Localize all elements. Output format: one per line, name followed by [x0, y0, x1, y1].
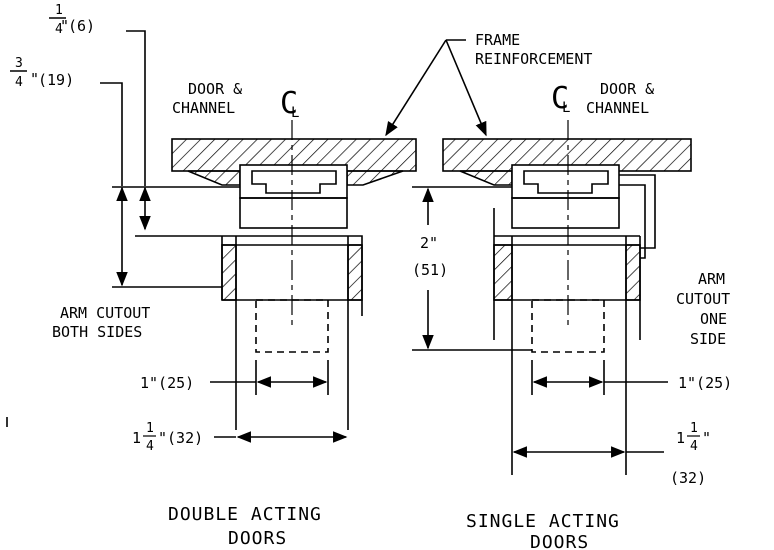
right-door-channel-label-2: CHANNEL — [586, 99, 649, 117]
frame-reinforcement-label-2: REINFORCEMENT — [475, 50, 592, 68]
right-door-block — [511, 197, 620, 229]
three-quarter-leader — [100, 82, 123, 186]
left-one-quarter-label: 1 1 4 "(32) — [132, 421, 203, 454]
right-channel-slot — [523, 170, 609, 194]
left-door-channel-label-2: CHANNEL — [172, 99, 235, 117]
right-one-quarter-label: 1 1 4 " (32) — [670, 421, 711, 487]
svg-text:(32): (32) — [670, 469, 706, 487]
two-inch-mm-label: (51) — [412, 261, 448, 279]
svg-text:1: 1 — [132, 429, 141, 447]
left-door-hatch-right — [347, 244, 363, 301]
inch-mark-quarter: " — [60, 17, 69, 35]
double-acting-detail — [100, 30, 417, 443]
svg-text:": " — [702, 429, 711, 447]
quarter-leader — [126, 30, 146, 186]
two-inch-label: 2" — [420, 234, 438, 252]
left-frame-wedge-left — [187, 170, 241, 186]
left-frame-wedge-right — [346, 170, 404, 186]
frame-reinforcement-label-1: FRAME — [475, 31, 520, 49]
left-door-hatch-left — [221, 244, 237, 301]
frame-reinforcement-leaders — [385, 39, 487, 137]
caption-double-acting-1: DOUBLE ACTING — [168, 504, 322, 525]
single-acting-detail — [412, 120, 692, 475]
svg-text:"(32): "(32) — [158, 429, 203, 447]
dim-three-quarter-label: 3 4 (19) — [10, 56, 74, 90]
svg-text:3: 3 — [15, 56, 23, 71]
right-door-hatch-left — [493, 244, 513, 301]
arm-cutout-one-label-4: SIDE — [690, 330, 726, 348]
arm-cutout-one-label-2: CUTOUT — [676, 290, 730, 308]
svg-text:1: 1 — [676, 429, 685, 447]
svg-text:(6): (6) — [68, 17, 95, 35]
svg-text:1: 1 — [690, 421, 698, 436]
arm-cutout-both-label-2: BOTH SIDES — [52, 323, 142, 341]
arm-cutout-one-label-1: ARM — [698, 270, 725, 288]
arm-cutout-both-label-1: ARM CUTOUT — [60, 304, 150, 322]
inch-mark-three-quarter: " — [30, 70, 39, 88]
caption-single-acting-1: SINGLE ACTING — [466, 511, 620, 532]
left-one-inch-label: 1"(25) — [140, 374, 194, 392]
arm-cutout-one-label-3: ONE — [700, 310, 727, 328]
left-channel-slot — [251, 170, 337, 194]
right-door-hatch-right — [625, 244, 641, 301]
right-door-channel-label-1: DOOR & — [600, 80, 654, 98]
svg-text:4: 4 — [55, 22, 63, 37]
caption-double-acting-2: DOORS — [228, 528, 287, 549]
right-arm-extension — [619, 174, 656, 259]
caption-single-acting-2: DOORS — [530, 532, 589, 550]
dim-quarter-label: 1 4 (6) — [49, 3, 95, 37]
svg-text:1: 1 — [146, 421, 154, 436]
svg-text:4: 4 — [15, 75, 23, 90]
right-frame-wedge-left — [459, 170, 513, 186]
svg-text:1: 1 — [55, 3, 63, 18]
left-door-channel-label-1: DOOR & — [188, 80, 242, 98]
left-door-block — [239, 197, 348, 229]
right-centerline-symbol: C — [551, 81, 569, 116]
svg-text:(19): (19) — [38, 71, 74, 89]
left-centerline-symbol: C — [280, 86, 298, 121]
svg-text:4: 4 — [690, 439, 698, 454]
svg-text:4: 4 — [146, 439, 154, 454]
left-centerline-symbol-mark: L — [291, 105, 299, 121]
right-one-inch-label: 1"(25) — [678, 374, 732, 392]
right-centerline-symbol-mark: L — [562, 100, 570, 116]
